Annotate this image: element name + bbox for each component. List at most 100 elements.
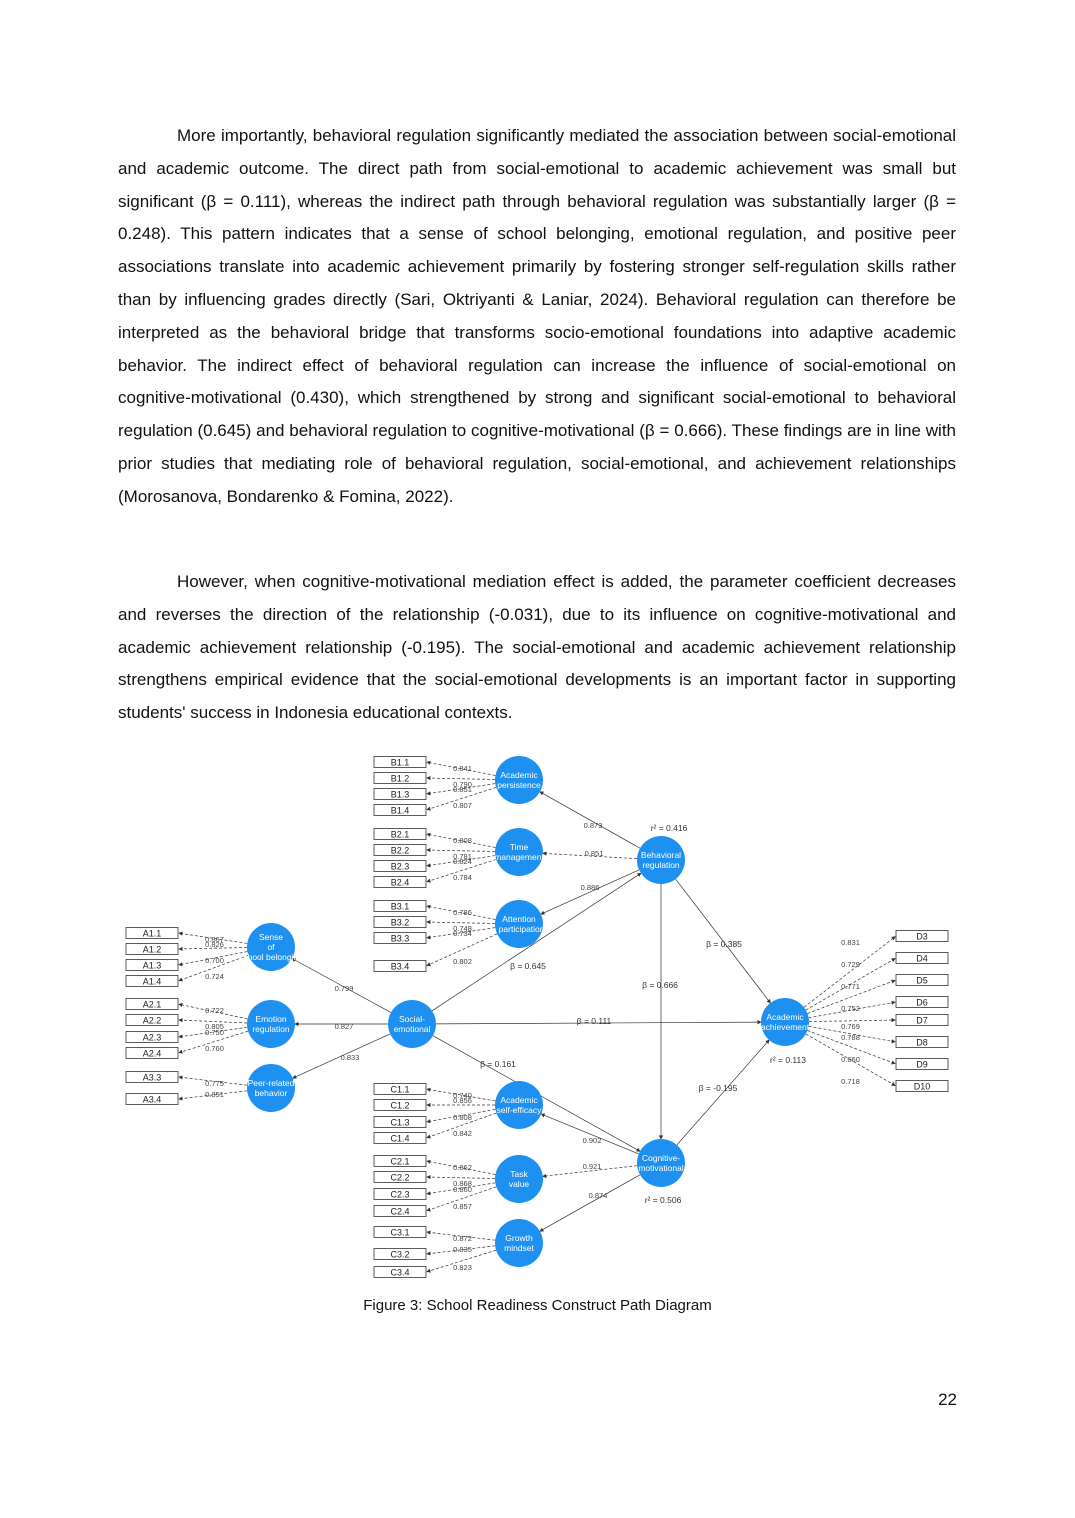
indicator-label: B3.4 xyxy=(391,962,410,972)
loading-A1-1 xyxy=(178,931,248,944)
latent-label: Sense xyxy=(259,932,283,942)
indicator-box xyxy=(895,996,949,1008)
loading-B3-4 xyxy=(426,933,498,967)
path-se-aa-label: β = 0.111 xyxy=(577,1016,612,1026)
loading-B3-3-label: 0.734 xyxy=(453,929,472,938)
loading-B3-2 xyxy=(426,919,496,925)
indicator-A1-2: A1.2 xyxy=(125,943,179,955)
indicator-B3-3: B3.3 xyxy=(373,932,427,944)
latent-circle xyxy=(637,1139,685,1187)
loading-D10 xyxy=(805,1033,896,1086)
latent-label: Cognitive- xyxy=(642,1153,680,1163)
indicator-D7: D7 xyxy=(895,1014,949,1026)
indicator-C1-2: C1.2 xyxy=(373,1099,427,1111)
loading-C1-3 xyxy=(426,1108,496,1124)
path-diagram: B1.1B1.2B1.3B1.4B2.1B2.2B2.3B2.4B3.1B3.2… xyxy=(125,756,949,1278)
loading-B2-1 xyxy=(426,832,496,848)
loading-D4-label: 0.729 xyxy=(841,960,860,969)
indicator-label: B2.4 xyxy=(391,878,410,888)
latent-label: Growth xyxy=(505,1233,533,1243)
loading-D3-label: 0.831 xyxy=(841,938,860,947)
loading-C2-2 xyxy=(426,1174,496,1180)
loading-A2-2-label: 0.805 xyxy=(205,1022,224,1031)
indicator-box xyxy=(373,876,427,888)
indicator-label: A2.1 xyxy=(143,1000,162,1010)
paragraph-2: However, when cognitive-motivational med… xyxy=(118,572,956,723)
indicator-A2-3: A2.3 xyxy=(125,1031,179,1043)
latent-label: Peer-related xyxy=(248,1078,295,1088)
figure-caption: Figure 3: School Readiness Construct Pat… xyxy=(363,1297,712,1314)
indicator-C3-1: C3.1 xyxy=(373,1226,427,1238)
indicator-C3-2: C3.2 xyxy=(373,1248,427,1260)
r2-behavioral-regulation: r² = 0.416 xyxy=(651,823,688,833)
indicator-box xyxy=(895,952,949,964)
loading-C2-1 xyxy=(426,1159,496,1175)
loading-B1-2-label: 0.790 xyxy=(453,780,472,789)
indicator-A3-3: A3.3 xyxy=(125,1071,179,1083)
path-br-time xyxy=(542,851,638,859)
indicator-C2-4: C2.4 xyxy=(373,1205,427,1217)
indicator-label: A2.4 xyxy=(143,1049,162,1059)
latent-label: Emotion xyxy=(255,1014,286,1024)
loading-B2-3 xyxy=(426,855,496,868)
latent-label: Academic xyxy=(766,1012,804,1022)
path-se-br-label: β = 0.645 xyxy=(510,961,546,971)
indicator-box xyxy=(373,756,427,768)
indicator-B1-4: B1.4 xyxy=(373,804,427,816)
loading-B2-3-label: 0.824 xyxy=(453,857,472,866)
latent-circle xyxy=(495,828,543,876)
loading-D6-label: 0.752 xyxy=(841,1004,860,1013)
indicator-B2-3: B2.3 xyxy=(373,860,427,872)
latent-circle xyxy=(388,1000,436,1048)
indicator-label: B1.3 xyxy=(391,790,410,800)
loading-D5-label: 0.771 xyxy=(841,982,860,991)
indicator-label: C1.4 xyxy=(390,1134,409,1144)
r2-academic-achievement: r² = 0.113 xyxy=(770,1055,806,1065)
indicator-A1-4: A1.4 xyxy=(125,975,179,987)
indicator-label: D8 xyxy=(916,1038,928,1048)
indicator-box xyxy=(373,1171,427,1183)
loading-C1-3-label: 0.808 xyxy=(453,1113,472,1122)
indicator-box xyxy=(373,1099,427,1111)
path-br-time-label: 0.851 xyxy=(585,849,604,858)
indicator-box xyxy=(373,804,427,816)
indicator-box xyxy=(373,1155,427,1167)
indicator-B3-2: B3.2 xyxy=(373,916,427,928)
loading-C3-4-label: 0.823 xyxy=(453,1263,472,1272)
loading-C1-1-label: 0.740 xyxy=(453,1091,472,1100)
indicator-box xyxy=(373,1132,427,1144)
indicator-label: B2.3 xyxy=(391,862,410,872)
loading-A1-4 xyxy=(178,954,249,982)
loading-A3-3-label: 0.775 xyxy=(205,1079,224,1088)
latent-label: behavior xyxy=(255,1088,288,1098)
indicator-A2-2: A2.2 xyxy=(125,1014,179,1026)
indicator-label: C3.1 xyxy=(390,1228,409,1238)
indicator-box xyxy=(125,1093,179,1105)
path-se-belonging xyxy=(291,958,392,1013)
loading-B3-2-label: 0.748 xyxy=(453,924,472,933)
loading-D10-label: 0.718 xyxy=(841,1077,860,1086)
latent-circle xyxy=(637,836,685,884)
indicator-label: C3.2 xyxy=(390,1250,409,1260)
loading-B2-1-label: 0.808 xyxy=(453,836,472,845)
latent-label: of xyxy=(267,942,275,952)
page-number: 22 xyxy=(938,1390,957,1409)
loading-C2-4 xyxy=(426,1186,497,1212)
latent-label: - participation xyxy=(493,924,544,934)
loading-B1-1 xyxy=(426,760,496,776)
latent-label: Behavioral xyxy=(641,850,681,860)
loading-B2-2-label: 0.781 xyxy=(453,852,472,861)
indicator-box xyxy=(125,943,179,955)
path-se-br xyxy=(431,872,642,1012)
latent-social-emotional: Social-emotional xyxy=(388,1000,436,1048)
latent-circle xyxy=(495,756,543,804)
loading-C2-2-label: 0.868 xyxy=(453,1179,472,1188)
indicator-box xyxy=(373,916,427,928)
indicator-label: C3.4 xyxy=(390,1268,409,1278)
path-br-attention-label: 0.886 xyxy=(581,883,600,892)
loading-C3-1 xyxy=(426,1230,496,1241)
indicator-label: B2.2 xyxy=(391,846,410,856)
indicator-box xyxy=(373,1266,427,1278)
